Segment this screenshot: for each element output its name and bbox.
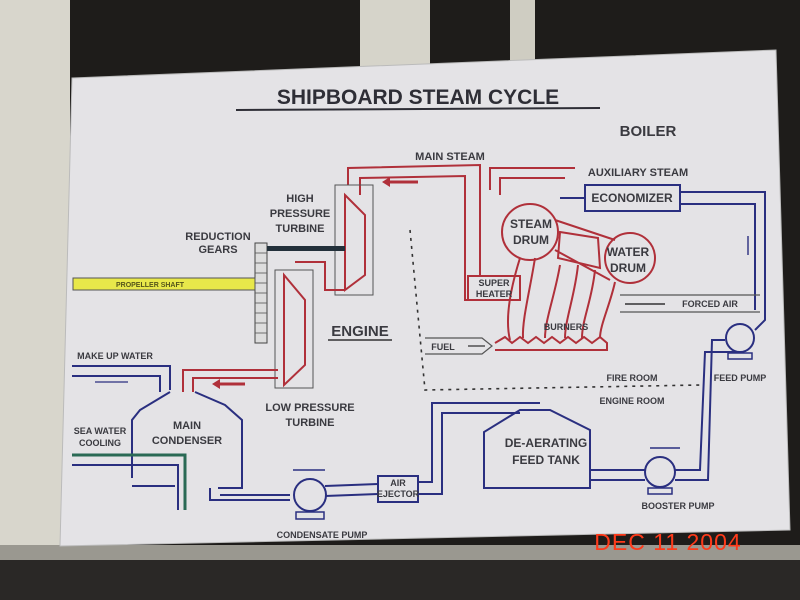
deaerating-tank-label-1: DE-AERATING [505,436,587,450]
super-heater-label-2: HEATER [476,289,513,299]
feed-pump-label: FEED PUMP [714,373,767,383]
title-underline [235,107,601,111]
water-drum [604,232,656,284]
sea-water-cooling-label-2: COOLING [79,438,121,448]
date-stamp: DEC 11 2004 [594,529,741,555]
propeller-shaft-label: PROPELLER SHAFT [116,282,185,289]
burners [494,335,608,351]
sea-water-cooling-line [72,453,187,510]
section-engine: ENGINE [331,323,389,340]
make-up-water-label: MAKE UP WATER [77,351,153,361]
steam-drum [501,203,559,261]
main-condenser-label-2: CONDENSER [152,435,222,447]
fuel-label: FUEL [431,342,455,352]
hp-turbine [344,192,366,292]
air-ejector [377,475,419,503]
aux-steam-line [489,167,575,190]
sea-water-cooling-label-1: SEA WATER [74,426,127,436]
reduction-gears-label-2: GEARS [198,244,237,256]
lp-turbine-label-2: TURBINE [286,417,335,429]
main-condenser [131,391,243,489]
hp-shaft [267,246,345,251]
water-drum-label-2: DRUM [610,261,646,275]
hp-turbine-housing [334,184,374,296]
economizer [584,184,681,212]
fuel-line [425,337,493,355]
propeller-shaft [72,277,256,291]
hp-turbine-label-2: PRESSURE [270,208,331,220]
lp-turbine-label-1: LOW PRESSURE [265,402,354,414]
deaerating-tank-label-2: FEED TANK [512,453,580,467]
boiler-tubes [507,257,616,341]
fire-room-divider [409,229,701,391]
water-drum-label-1: WATER [607,245,650,259]
booster-pump [644,456,676,488]
air-ejector-label-2: EJECTOR [377,489,420,499]
steam-drum-label-1: STEAM [510,217,552,231]
deaerating-feed-tank [483,409,591,489]
engine-room-label: ENGINE ROOM [599,396,664,406]
air-ejector-label-1: AIR [390,478,406,488]
reduction-gears-label-1: REDUCTION [185,231,250,243]
auxiliary-steam-label: AUXILIARY STEAM [588,167,688,179]
main-steam-label: MAIN STEAM [415,151,485,163]
steam-drum-label-2: DRUM [513,233,549,247]
hp-turbine-label-1: HIGH [286,193,314,205]
booster-pump-label: BOOSTER PUMP [641,501,714,511]
burners-label: BURNERS [544,322,589,332]
condensate-pump-label: CONDENSATE PUMP [277,530,368,540]
diagram-title: SHIPBOARD STEAM CYCLE [277,86,559,109]
main-condenser-label-1: MAIN [173,420,201,432]
wall-pipe-left [0,0,70,600]
section-boiler: BOILER [620,123,677,140]
hp-turbine-label-3: TURBINE [276,223,325,235]
economizer-label: ECONOMIZER [591,191,673,205]
fire-room-label: FIRE ROOM [607,373,658,383]
super-heater-label-1: SUPER [478,278,510,288]
forced-air-duct [620,294,760,313]
wall-pipe-top-right [510,0,535,60]
lp-turbine [283,272,306,388]
forced-air-label: FORCED AIR [682,299,738,309]
make-up-water-line [72,365,171,390]
lp-turbine-housing [274,269,314,389]
wall-pipe-top [360,0,430,75]
diagram-card [59,49,791,547]
